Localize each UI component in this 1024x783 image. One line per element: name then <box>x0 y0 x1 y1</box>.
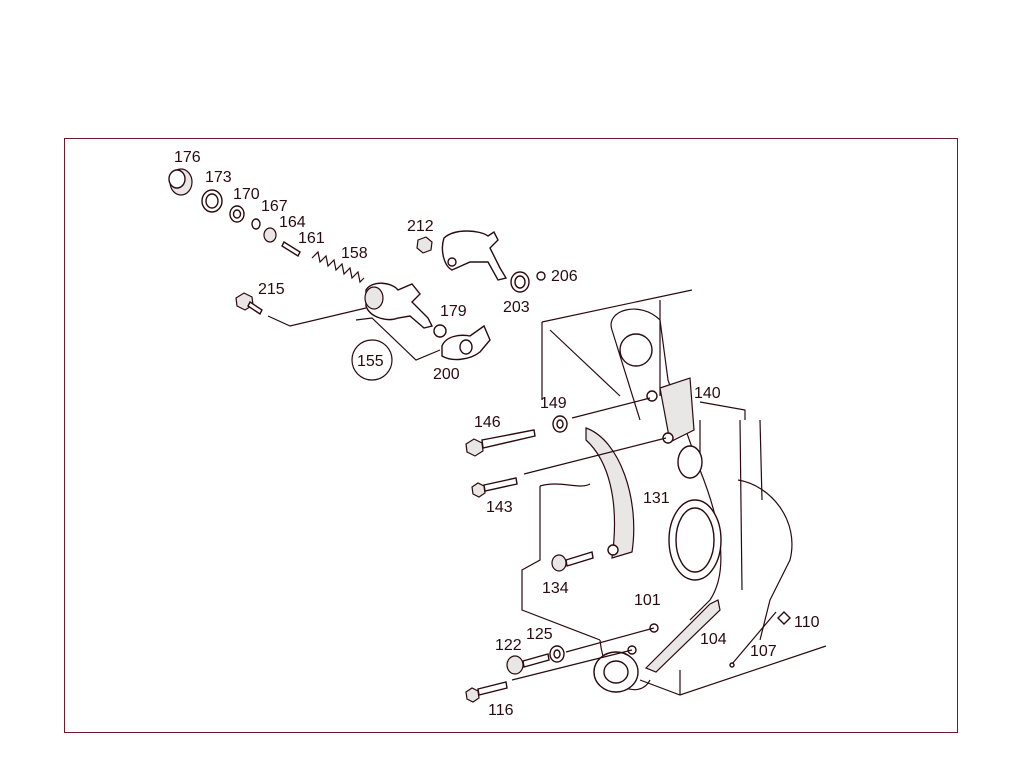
leader-215 <box>267 307 367 327</box>
callout-125: 125 <box>526 626 553 643</box>
seal-179 <box>433 324 447 338</box>
callout-155-circle <box>351 339 393 381</box>
callout-215: 215 <box>258 281 285 298</box>
callout-212: 212 <box>407 218 434 235</box>
washer-125 <box>549 645 565 663</box>
callout-155: 155 <box>357 353 384 370</box>
callout-122: 122 <box>495 637 522 654</box>
callout-146: 146 <box>474 414 501 431</box>
callout-158: 158 <box>341 245 368 262</box>
callout-200: 200 <box>433 366 460 383</box>
pin-161 <box>281 240 301 258</box>
pin-110 <box>777 611 791 625</box>
callout-179: 179 <box>440 303 467 320</box>
bolt-122 <box>506 653 550 675</box>
callout-176: 176 <box>174 149 201 166</box>
bolt-134 <box>551 551 594 572</box>
leader-125 <box>565 627 655 653</box>
engine-front-cover <box>521 289 827 696</box>
callout-101: 101 <box>634 592 661 609</box>
callout-134: 134 <box>542 580 569 597</box>
callout-170: 170 <box>233 186 260 203</box>
seal-ring-173 <box>201 189 223 213</box>
bolt-116 <box>465 681 508 703</box>
seal-ring-203 <box>510 271 530 293</box>
seal-170 <box>229 205 245 223</box>
leader-155 <box>355 317 441 361</box>
washer-206 <box>536 271 546 281</box>
pin-107 <box>729 611 777 668</box>
tensioner-rail-140 <box>646 377 695 444</box>
callout-104: 104 <box>700 631 727 648</box>
callout-161: 161 <box>298 230 325 247</box>
callout-110: 110 <box>794 614 820 631</box>
spring-158 <box>311 250 365 284</box>
bolt-215 <box>235 292 263 316</box>
washer-167 <box>251 218 261 230</box>
callout-143: 143 <box>486 499 513 516</box>
washer-149 <box>552 415 568 433</box>
callout-167: 167 <box>261 198 288 215</box>
guide-rail-131 <box>585 427 635 559</box>
guide-rail-104 <box>627 599 721 673</box>
leader-116 <box>511 649 633 681</box>
callout-206: 206 <box>551 268 578 285</box>
callout-173: 173 <box>205 169 232 186</box>
gasket-200 <box>441 324 491 361</box>
thrust-piece-164 <box>263 227 277 243</box>
plug-176 <box>168 168 193 196</box>
tensioner-housing-212 <box>416 230 508 281</box>
callout-107: 107 <box>750 643 777 660</box>
tensioner-155 <box>364 282 434 329</box>
callout-116: 116 <box>488 702 514 719</box>
callout-149: 149 <box>540 395 567 412</box>
leader-149 <box>571 397 651 419</box>
callout-131: 131 <box>643 490 670 507</box>
callout-140: 140 <box>694 385 721 402</box>
diagram-frame <box>64 138 958 733</box>
callout-164: 164 <box>279 214 306 231</box>
bolt-146 <box>465 429 536 457</box>
callout-203: 203 <box>503 299 530 316</box>
leader-143 <box>523 437 667 475</box>
bolt-143 <box>471 477 518 498</box>
